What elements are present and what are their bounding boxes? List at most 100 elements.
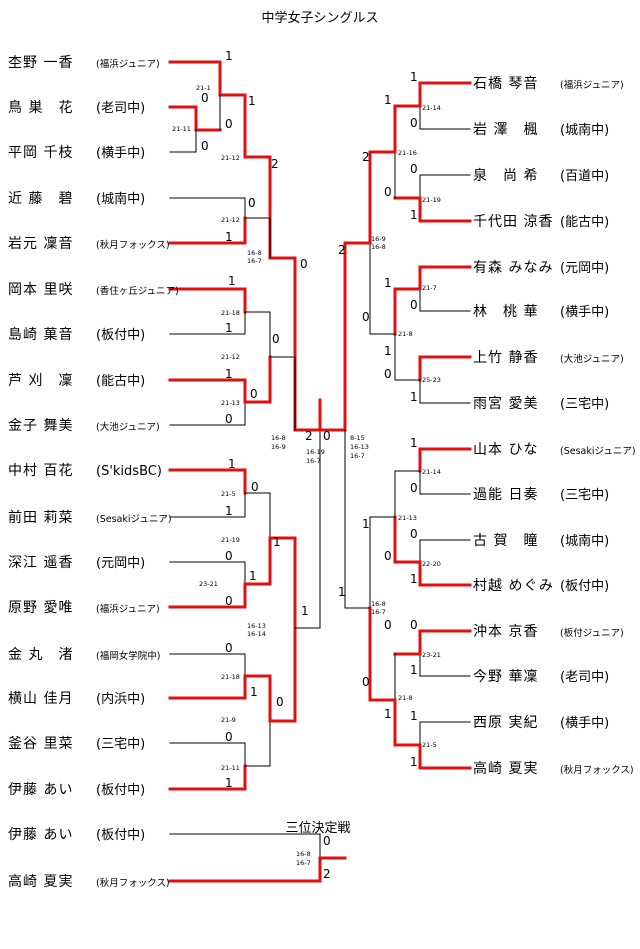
match-result: 1 <box>338 585 346 599</box>
player-name: 中村 百花 <box>8 463 73 479</box>
game-score: 16-7 <box>247 257 262 265</box>
match-result: 0 <box>225 641 233 655</box>
player-name: 島崎 菓音 <box>8 326 73 343</box>
player-club: (福浜ジュニア) <box>96 58 160 70</box>
game-score: 16-7 <box>306 457 321 465</box>
player-club: (老司中) <box>96 101 145 116</box>
game-score: 21-19 <box>422 196 441 204</box>
player-name: 釜谷 里菜 <box>8 736 73 752</box>
third-place-result: 0 <box>323 834 331 848</box>
game-score: 21-12 <box>221 154 240 162</box>
match-result: 1 <box>410 436 418 450</box>
player-club: (福浜ジュニア) <box>96 603 160 615</box>
player-club: (内浜中) <box>96 691 145 707</box>
player-name: 横山 佳月 <box>8 691 73 707</box>
third-place-title: 三位決定戦 <box>285 821 350 836</box>
player-name: 金 丸 渚 <box>8 647 73 663</box>
player-club: (横手中) <box>560 716 609 731</box>
match-result: 0 <box>225 549 233 563</box>
player-club: (百道中) <box>560 169 609 184</box>
match-result: 0 <box>225 594 233 608</box>
player-name: 泉 尚 希 <box>473 167 538 184</box>
match-result: 2 <box>362 150 370 164</box>
player-name: 金子 舞美 <box>8 418 73 434</box>
player-name: 林 桃 華 <box>473 304 538 320</box>
match-result: 1 <box>384 276 392 290</box>
match-result: 0 <box>201 91 209 105</box>
game-score: 16-8 <box>247 249 262 257</box>
match-result: 0 <box>248 196 256 210</box>
match-result: 1 <box>225 321 233 335</box>
game-score: 16-8 <box>296 850 311 858</box>
game-score: 16-14 <box>247 630 266 638</box>
game-score: 8-15 <box>350 434 365 442</box>
player-name: 深江 遥香 <box>8 555 73 571</box>
final-result: 0 <box>323 429 331 443</box>
match-result: 1 <box>410 70 418 84</box>
player-name: 石橋 琴音 <box>473 75 538 92</box>
match-result: 0 <box>362 310 370 324</box>
player-list: 杢野 一香(福浜ジュニア)鳥 巣 花(老司中)平岡 千枝(横手中)近 藤 碧(城… <box>8 55 636 890</box>
match-result: 1 <box>301 604 309 618</box>
match-result: 0 <box>225 412 233 426</box>
game-score: 16-7 <box>371 608 386 616</box>
match-result: 0 <box>250 387 258 401</box>
match-result: 1 <box>384 344 392 358</box>
game-score: 21-1 <box>196 84 211 92</box>
player-name: 西原 実紀 <box>473 715 538 731</box>
match-result: 1 <box>250 685 258 699</box>
game-score: 21-11 <box>221 764 240 772</box>
game-score: 23-21 <box>199 580 218 588</box>
player-name: 有森 みなみ <box>473 260 553 276</box>
match-result: 0 <box>225 117 233 131</box>
player-club: (大池ジュニア) <box>96 421 160 433</box>
player-name: 古 賀 瞳 <box>473 532 538 549</box>
player-club: (老司中) <box>560 670 609 685</box>
game-score: 23-21 <box>422 651 441 659</box>
player-club: (横手中) <box>96 146 145 161</box>
match-result: 0 <box>251 480 259 494</box>
player-name: 高崎 夏実 <box>8 873 73 890</box>
player-club: (Sesakiジュニア) <box>560 446 636 457</box>
player-club: (板付ジュニア) <box>560 627 624 639</box>
player-club: (城南中) <box>96 191 145 207</box>
game-score: 21-8 <box>398 694 413 702</box>
player-club: (板付中) <box>96 328 145 343</box>
final-result: 2 <box>305 429 313 443</box>
game-score: 21-9 <box>221 716 236 724</box>
game-score: 16-7 <box>296 859 311 867</box>
match-result: 1 <box>410 572 418 586</box>
match-result: 1 <box>410 663 418 677</box>
match-result: 1 <box>248 94 256 108</box>
player-club: (元岡中) <box>96 556 145 571</box>
player-name: 村越 めぐみ <box>473 578 554 594</box>
player-club: (大池ジュニア) <box>560 353 624 365</box>
game-score: 21-11 <box>172 125 191 133</box>
player-club: (三宅中) <box>560 397 609 412</box>
player-club: (S'kidsBC) <box>96 464 162 479</box>
match-result: 1 <box>228 274 236 288</box>
player-name: 伊藤 あい <box>8 782 73 798</box>
match-result: 0 <box>300 257 308 271</box>
player-name: 平岡 千枝 <box>8 145 73 161</box>
match-result: 0 <box>384 618 392 632</box>
player-club: (三宅中) <box>560 488 609 503</box>
match-result: 0 <box>410 527 418 541</box>
bracket-lines <box>168 60 472 883</box>
player-name: 岩元 凜音 <box>8 235 73 252</box>
player-name: 千代田 涼香 <box>473 214 553 230</box>
match-result: 1 <box>410 208 418 222</box>
player-club: (板付中) <box>96 828 145 843</box>
game-score: 16-8 <box>371 243 386 251</box>
player-club: (能古中) <box>96 374 145 389</box>
game-score: 21-19 <box>221 536 240 544</box>
player-name: 鳥 巣 花 <box>8 100 73 116</box>
player-club: (元岡中) <box>560 261 609 276</box>
player-club: (板付中) <box>560 579 609 594</box>
game-score: 21-13 <box>398 514 417 522</box>
match-result: 1 <box>273 535 281 549</box>
player-club: (能古中) <box>560 215 609 230</box>
game-score: 21-5 <box>422 741 437 749</box>
player-name: 近 藤 碧 <box>8 191 73 207</box>
match-result: 1 <box>384 93 392 107</box>
